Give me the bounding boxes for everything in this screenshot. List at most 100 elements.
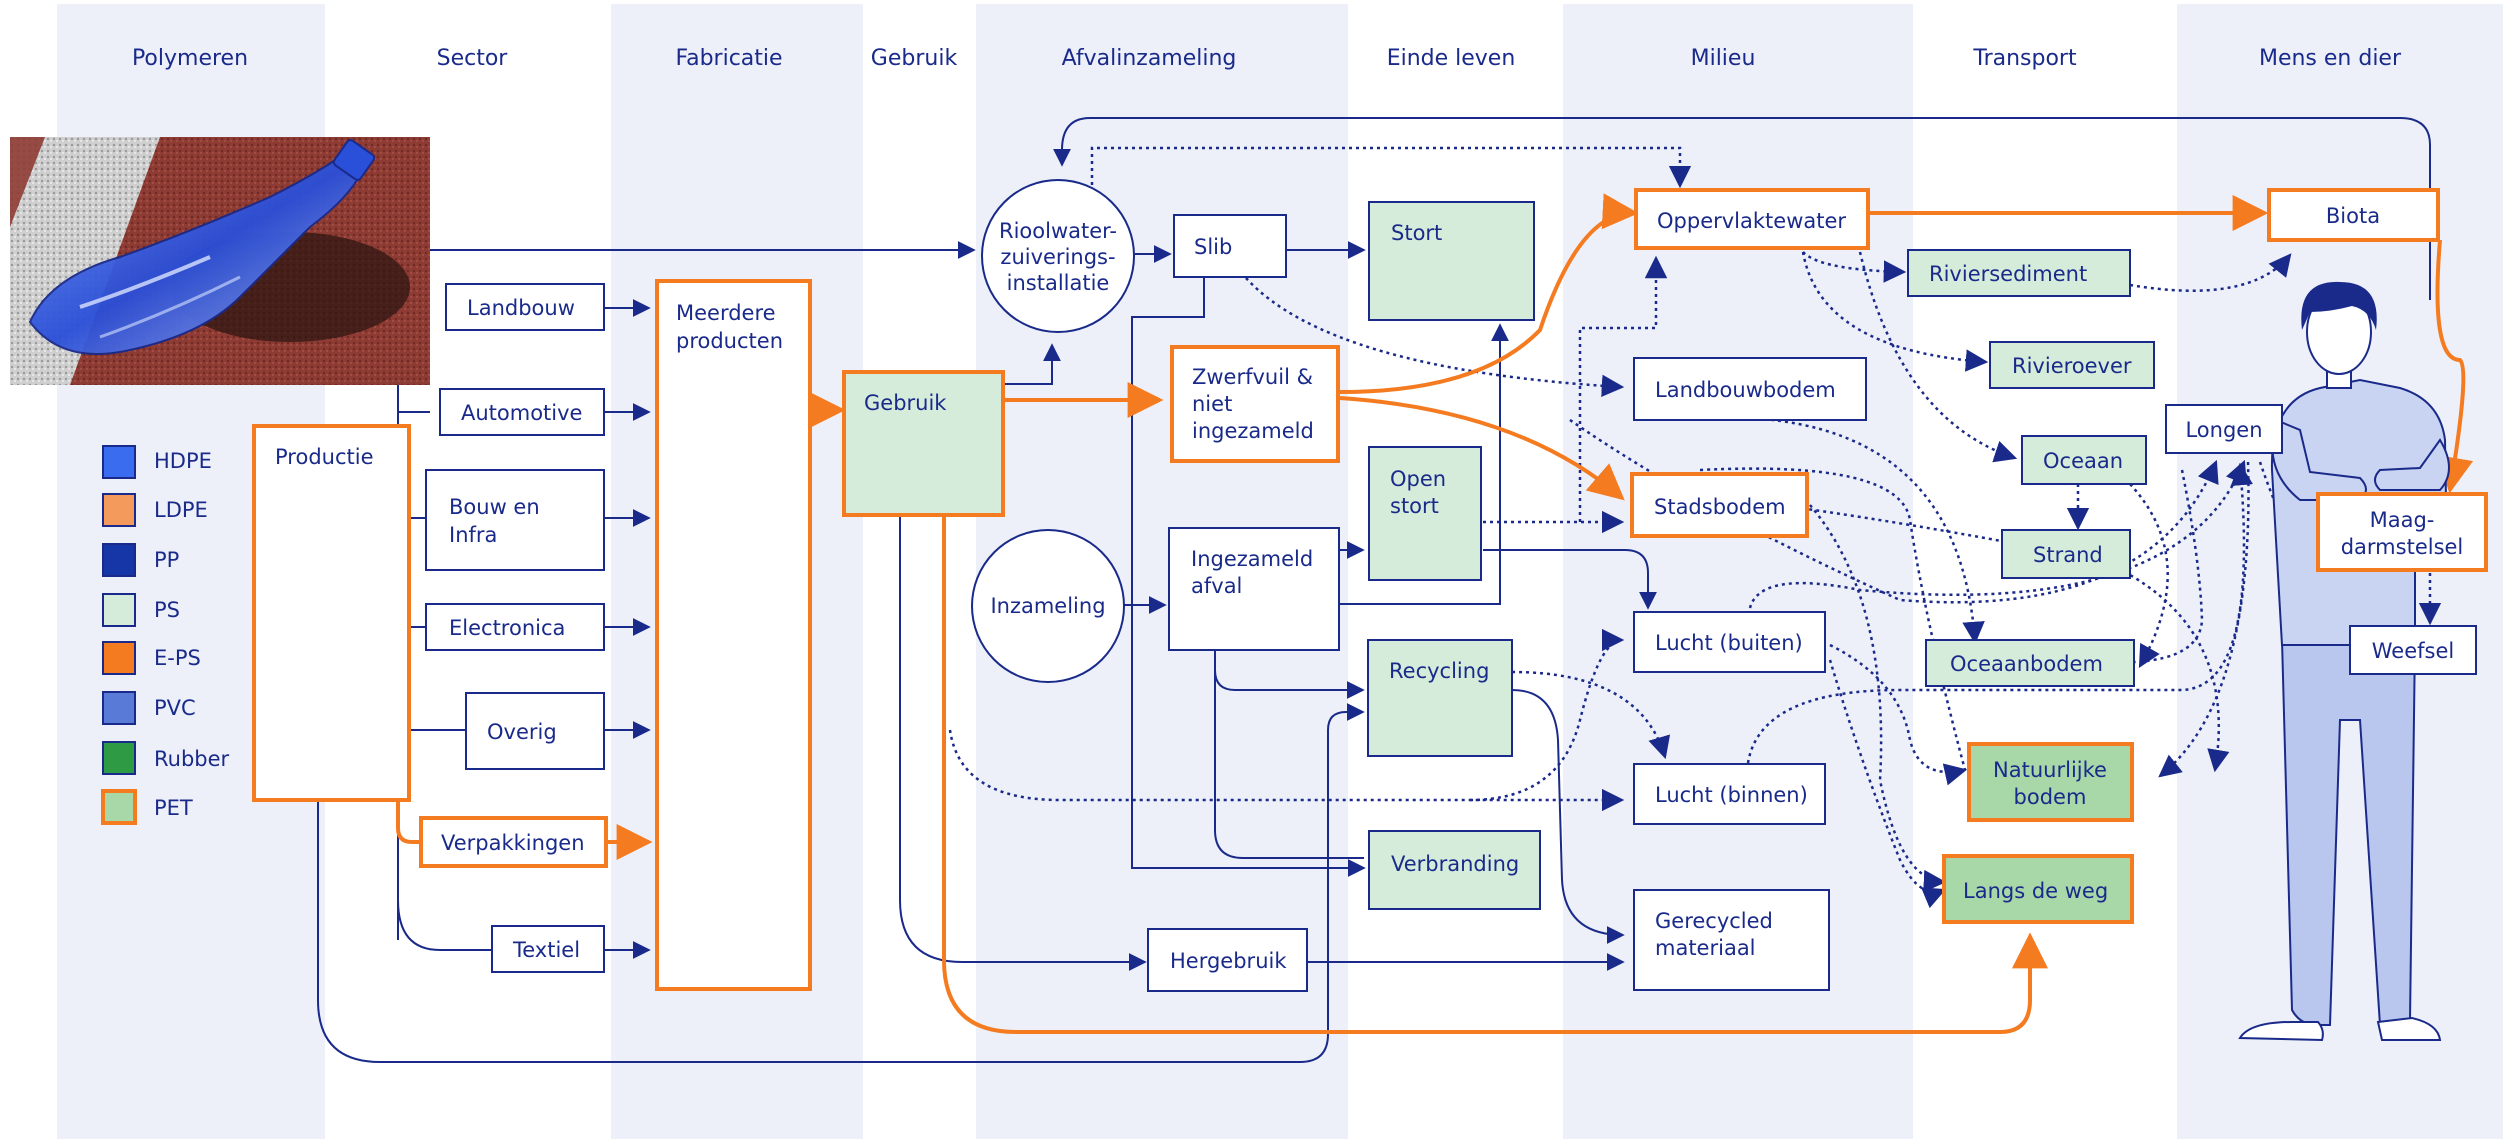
column-header-polymeren: Polymeren [132, 46, 248, 71]
svg-text:Langs de weg: Langs de weg [1963, 879, 2108, 903]
svg-text:Recycling: Recycling [1389, 659, 1489, 683]
svg-text:Landbouwbodem: Landbouwbodem [1655, 378, 1836, 402]
svg-text:bodem: bodem [2014, 785, 2087, 809]
svg-text:materiaal: materiaal [1655, 936, 1756, 960]
node-natuurlijke-bodem: Natuurlijke bodem [1967, 742, 2134, 822]
node-lucht-buiten: Lucht (buiten) [1633, 611, 1826, 673]
node-oppervlaktewater: Oppervlaktewater [1634, 188, 1870, 250]
svg-text:Biota: Biota [2326, 204, 2380, 228]
legend-item-pet: PET [101, 789, 193, 825]
svg-text:Textiel: Textiel [512, 938, 580, 962]
node-ingezameld-afval: Ingezameld afval [1168, 527, 1340, 651]
node-automotive: Automotive [439, 388, 605, 436]
svg-text:Landbouw: Landbouw [467, 296, 575, 320]
svg-text:Ingezameld: Ingezameld [1191, 547, 1313, 571]
node-slib: Slib [1173, 214, 1287, 278]
svg-text:Electronica: Electronica [449, 616, 565, 640]
legend-item-hdpe: HDPE [102, 445, 212, 479]
svg-text:Automotive: Automotive [461, 401, 582, 425]
node-meerdere-producten: Meerdere producten [655, 279, 812, 991]
node-landbouwbodem: Landbouwbodem [1633, 357, 1867, 421]
node-overig: Overig [465, 692, 605, 770]
node-open-stort: Open stort [1368, 446, 1482, 581]
column-header-gebruik: Gebruik [871, 46, 958, 71]
node-stort: Stort [1368, 201, 1535, 321]
node-inzameling: Inzameling [971, 529, 1125, 683]
node-stadsbodem: Stadsbodem [1630, 472, 1809, 538]
svg-text:Hergebruik: Hergebruik [1170, 949, 1287, 973]
svg-text:Stadsbodem: Stadsbodem [1654, 495, 1786, 519]
node-rivieroever: Rivieroever [1989, 341, 2155, 389]
legend-item-pvc: PVC [102, 691, 196, 725]
human-figure-icon [2238, 281, 2450, 1042]
svg-text:LDPE: LDPE [154, 498, 208, 522]
svg-text:darmstelsel: darmstelsel [2341, 535, 2464, 559]
svg-text:Zwerfvuil &: Zwerfvuil & [1192, 365, 1313, 389]
node-oceaanbodem: Oceaanbodem [1925, 639, 2135, 687]
node-hergebruik: Hergebruik [1147, 928, 1308, 992]
svg-text:PET: PET [154, 796, 193, 820]
node-productie: Productie [252, 424, 411, 802]
svg-text:Gerecycled: Gerecycled [1655, 909, 1773, 933]
node-biota: Biota [2267, 188, 2440, 242]
column-header-einde-leven: Einde leven [1387, 46, 1516, 71]
svg-text:Natuurlijke: Natuurlijke [1993, 758, 2107, 782]
node-landbouw: Landbouw [445, 283, 605, 331]
node-riviersediment: Riviersediment [1907, 249, 2131, 297]
svg-text:Longen: Longen [2185, 418, 2262, 442]
svg-text:Rubber: Rubber [154, 747, 230, 771]
svg-text:Rioolwater-: Rioolwater- [999, 219, 1117, 243]
column-headers: Polymeren Sector Fabricatie Gebruik Afva… [132, 46, 2402, 71]
svg-text:Inzameling: Inzameling [990, 594, 1105, 618]
svg-text:Lucht (binnen): Lucht (binnen) [1655, 783, 1808, 807]
node-gerecycled-materiaal: Gerecycled materiaal [1633, 889, 1830, 991]
svg-text:stort: stort [1390, 494, 1439, 518]
node-verbranding: Verbranding [1368, 830, 1541, 910]
column-header-afvalinzameling: Afvalinzameling [1062, 46, 1237, 71]
node-oceaan: Oceaan [2021, 435, 2147, 485]
svg-text:PVC: PVC [154, 696, 196, 720]
svg-text:Strand: Strand [2033, 543, 2103, 567]
svg-text:E-PS: E-PS [154, 646, 201, 670]
navy-connectors [317, 117, 2431, 1063]
node-textiel: Textiel [491, 925, 605, 973]
node-rioolwaterzuiveringsinstallatie: Rioolwater- zuiverings- installatie [981, 179, 1135, 333]
node-longen: Longen [2165, 404, 2283, 454]
legend: HDPE LDPE PP PS E-PS PVC Rubber PET [101, 445, 230, 825]
legend-item-ldpe: LDPE [102, 493, 208, 527]
svg-text:HDPE: HDPE [154, 449, 212, 473]
node-bouw-en-infra: Bouw en Infra [425, 469, 605, 571]
svg-text:Productie: Productie [275, 445, 374, 469]
node-weefsel: Weefsel [2349, 625, 2477, 675]
svg-text:Gebruik: Gebruik [864, 391, 947, 415]
svg-text:Oppervlaktewater: Oppervlaktewater [1657, 209, 1846, 233]
svg-text:zuiverings-: zuiverings- [1000, 245, 1115, 269]
svg-text:Oceaan: Oceaan [2043, 449, 2123, 473]
svg-text:Oceaanbodem: Oceaanbodem [1950, 652, 2103, 676]
svg-text:Bouw en: Bouw en [449, 495, 540, 519]
svg-text:Meerdere: Meerdere [676, 301, 776, 325]
svg-text:Lucht (buiten): Lucht (buiten) [1655, 631, 1803, 655]
column-header-mens-en-dier: Mens en dier [2259, 46, 2402, 71]
node-strand: Strand [2001, 529, 2131, 579]
svg-text:Overig: Overig [487, 720, 557, 744]
svg-text:Open: Open [1390, 467, 1446, 491]
svg-text:Stort: Stort [1391, 221, 1442, 245]
legend-item-rubber: Rubber [102, 741, 230, 775]
node-verpakkingen: Verpakkingen [419, 816, 608, 868]
plastic-bottle-illustration [10, 137, 430, 385]
plastic-bottle-photo [10, 137, 430, 385]
svg-text:producten: producten [676, 329, 783, 353]
legend-item-ps: PS [102, 593, 180, 627]
node-electronica: Electronica [425, 603, 605, 651]
svg-text:Verbranding: Verbranding [1391, 852, 1519, 876]
legend-item-pp: PP [102, 543, 179, 577]
svg-text:niet: niet [1192, 392, 1232, 416]
svg-text:Rivieroever: Rivieroever [2012, 354, 2132, 378]
node-recycling: Recycling [1367, 639, 1513, 757]
svg-text:installatie: installatie [1007, 271, 1110, 295]
column-header-transport: Transport [1972, 46, 2077, 71]
svg-text:PP: PP [154, 548, 179, 572]
svg-text:Riviersediment: Riviersediment [1929, 262, 2087, 286]
